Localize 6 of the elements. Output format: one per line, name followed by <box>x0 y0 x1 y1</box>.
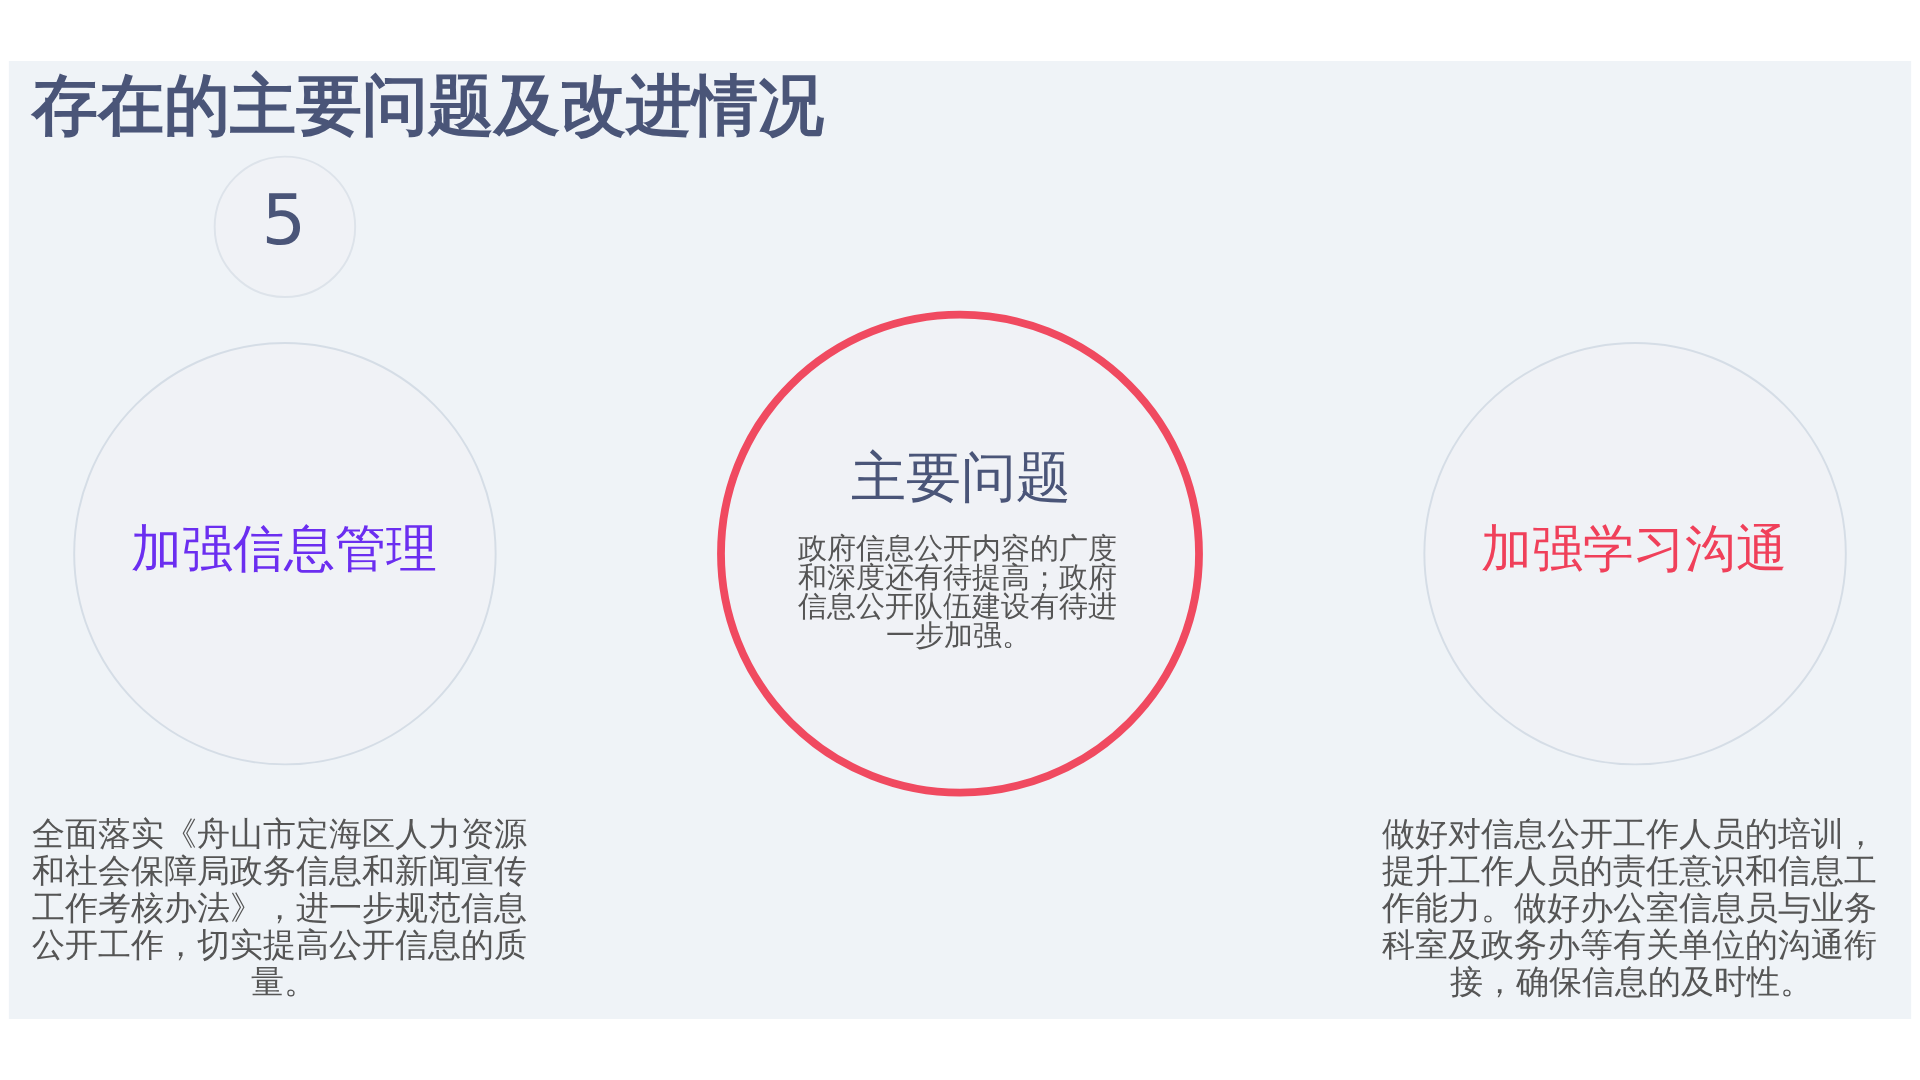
node-circle: 加强学习沟通 <box>1423 341 1847 766</box>
node-circle: 加强信息管理 <box>73 341 497 766</box>
node-label: 做好对信息公开工作人员的培训，提升工作人员的责任意识和信息工作能力。做好办公室信息员与业务科室及政务办等有关单位的沟通衔接，确保信息的及时性。 <box>1382 813 1878 1001</box>
node-circle: 主要问题 政府信息公开内容的广度和深度还有待提高；政府信息公开队伍建设有待进一步加强。 <box>717 310 1203 797</box>
diagram-title: 存在的主要问题及改进情况 <box>32 65 825 144</box>
node-label: 全面落实《舟山市定海区人力资源和社会保障局政务信息和新闻宣传工作考核办法》，进一步规范信息公开工作，切实提高公开信息的质量。 <box>32 813 528 1001</box>
